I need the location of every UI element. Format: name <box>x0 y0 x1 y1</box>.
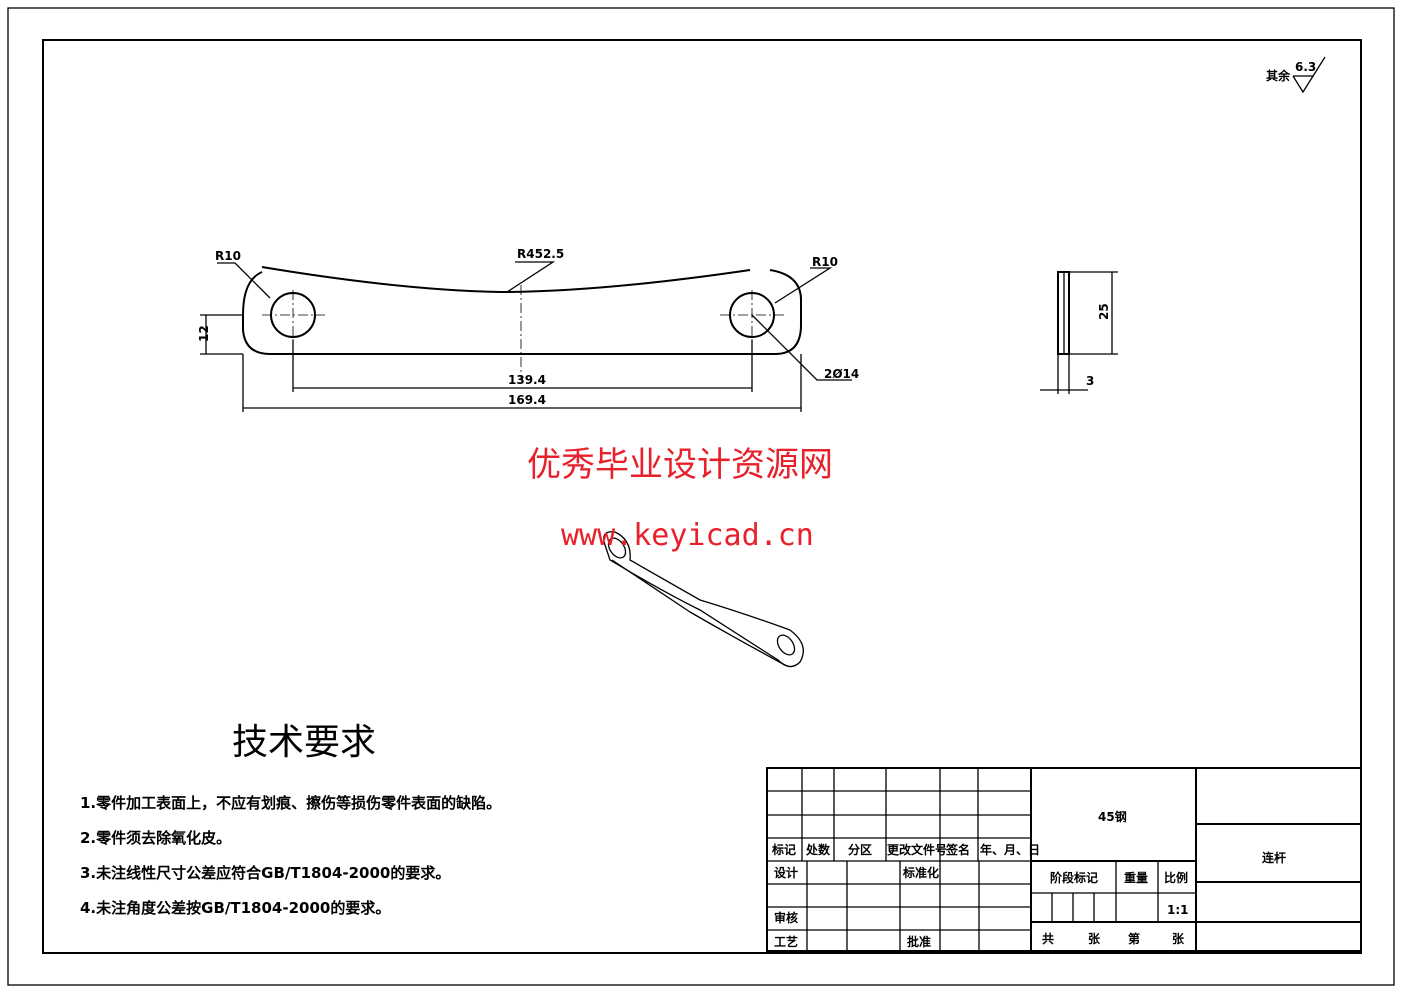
sheets-unit-label: 张 <box>1088 931 1101 946</box>
watermark-title: 优秀毕业设计资源网 <box>527 445 833 485</box>
scale-value: 1:1 <box>1167 903 1189 917</box>
requirements-title: 技术要求 <box>232 722 376 763</box>
weight-label: 重量 <box>1124 870 1148 885</box>
requirement-item: 4.未注角度公差按GB/T1804-2000的要求。 <box>80 899 390 917</box>
sheet-number-label: 第 <box>1128 931 1140 946</box>
dim-thickness: 3 <box>1086 374 1094 388</box>
dim-r-left: R10 <box>215 249 241 263</box>
front-view: R10 R452.5 R10 12 139.4 169.4 2Ø14 <box>197 247 859 412</box>
technical-requirements: 技术要求 1.零件加工表面上，不应有划痕、擦伤等损伤零件表面的缺陷。 2.零件须… <box>80 722 501 917</box>
header-signature: 签名 <box>945 842 970 857</box>
sheets-total-label: 共 <box>1042 931 1054 946</box>
header-mark: 标记 <box>771 842 796 857</box>
roughness-value: 6.3 <box>1295 60 1316 74</box>
dim-hole-pitch: 139.4 <box>508 373 546 387</box>
scale-label: 比例 <box>1164 870 1188 885</box>
header-zone: 分区 <box>848 842 872 857</box>
roughness-icon <box>1292 56 1326 94</box>
header-count: 处数 <box>805 842 831 857</box>
header-date: 年、月、日 <box>980 842 1040 857</box>
requirement-item: 2.零件须去除氧化皮。 <box>80 829 231 847</box>
header-change-doc: 更改文件号 <box>887 842 947 857</box>
sheet-border <box>7 7 1395 986</box>
title-block: 标记 处数 分区 更改文件号 签名 年、月、日 设计 标准化 审核 工艺 批准 … <box>766 767 1362 952</box>
stage-label: 阶段标记 <box>1050 870 1098 885</box>
design-label: 设计 <box>774 865 798 880</box>
process-label: 工艺 <box>774 934 798 949</box>
isometric-view <box>603 531 804 668</box>
part-name: 连杆 <box>1262 850 1286 865</box>
material: 45钢 <box>1098 809 1127 824</box>
dim-width: 25 <box>1097 303 1111 320</box>
requirement-item: 1.零件加工表面上，不应有划痕、擦伤等损伤零件表面的缺陷。 <box>80 794 501 812</box>
roughness-symbol: 其余 6.3 <box>1266 56 1326 94</box>
review-label: 审核 <box>774 910 798 925</box>
approve-label: 批准 <box>907 934 931 949</box>
dim-holes: 2Ø14 <box>824 367 859 381</box>
sheet-unit-label: 张 <box>1172 931 1185 946</box>
dim-r-right: R10 <box>812 255 838 269</box>
drawing-frame <box>42 39 1362 954</box>
side-view: 25 3 <box>1040 271 1118 394</box>
standard-label: 标准化 <box>902 865 939 880</box>
dim-height: 12 <box>197 325 211 342</box>
dim-r-arc: R452.5 <box>517 247 564 261</box>
roughness-label: 其余 <box>1266 68 1291 83</box>
dim-overall: 169.4 <box>508 393 546 407</box>
watermark-url: www.keyicad.cn <box>561 518 814 553</box>
requirement-item: 3.未注线性尺寸公差应符合GB/T1804-2000的要求。 <box>80 864 450 882</box>
